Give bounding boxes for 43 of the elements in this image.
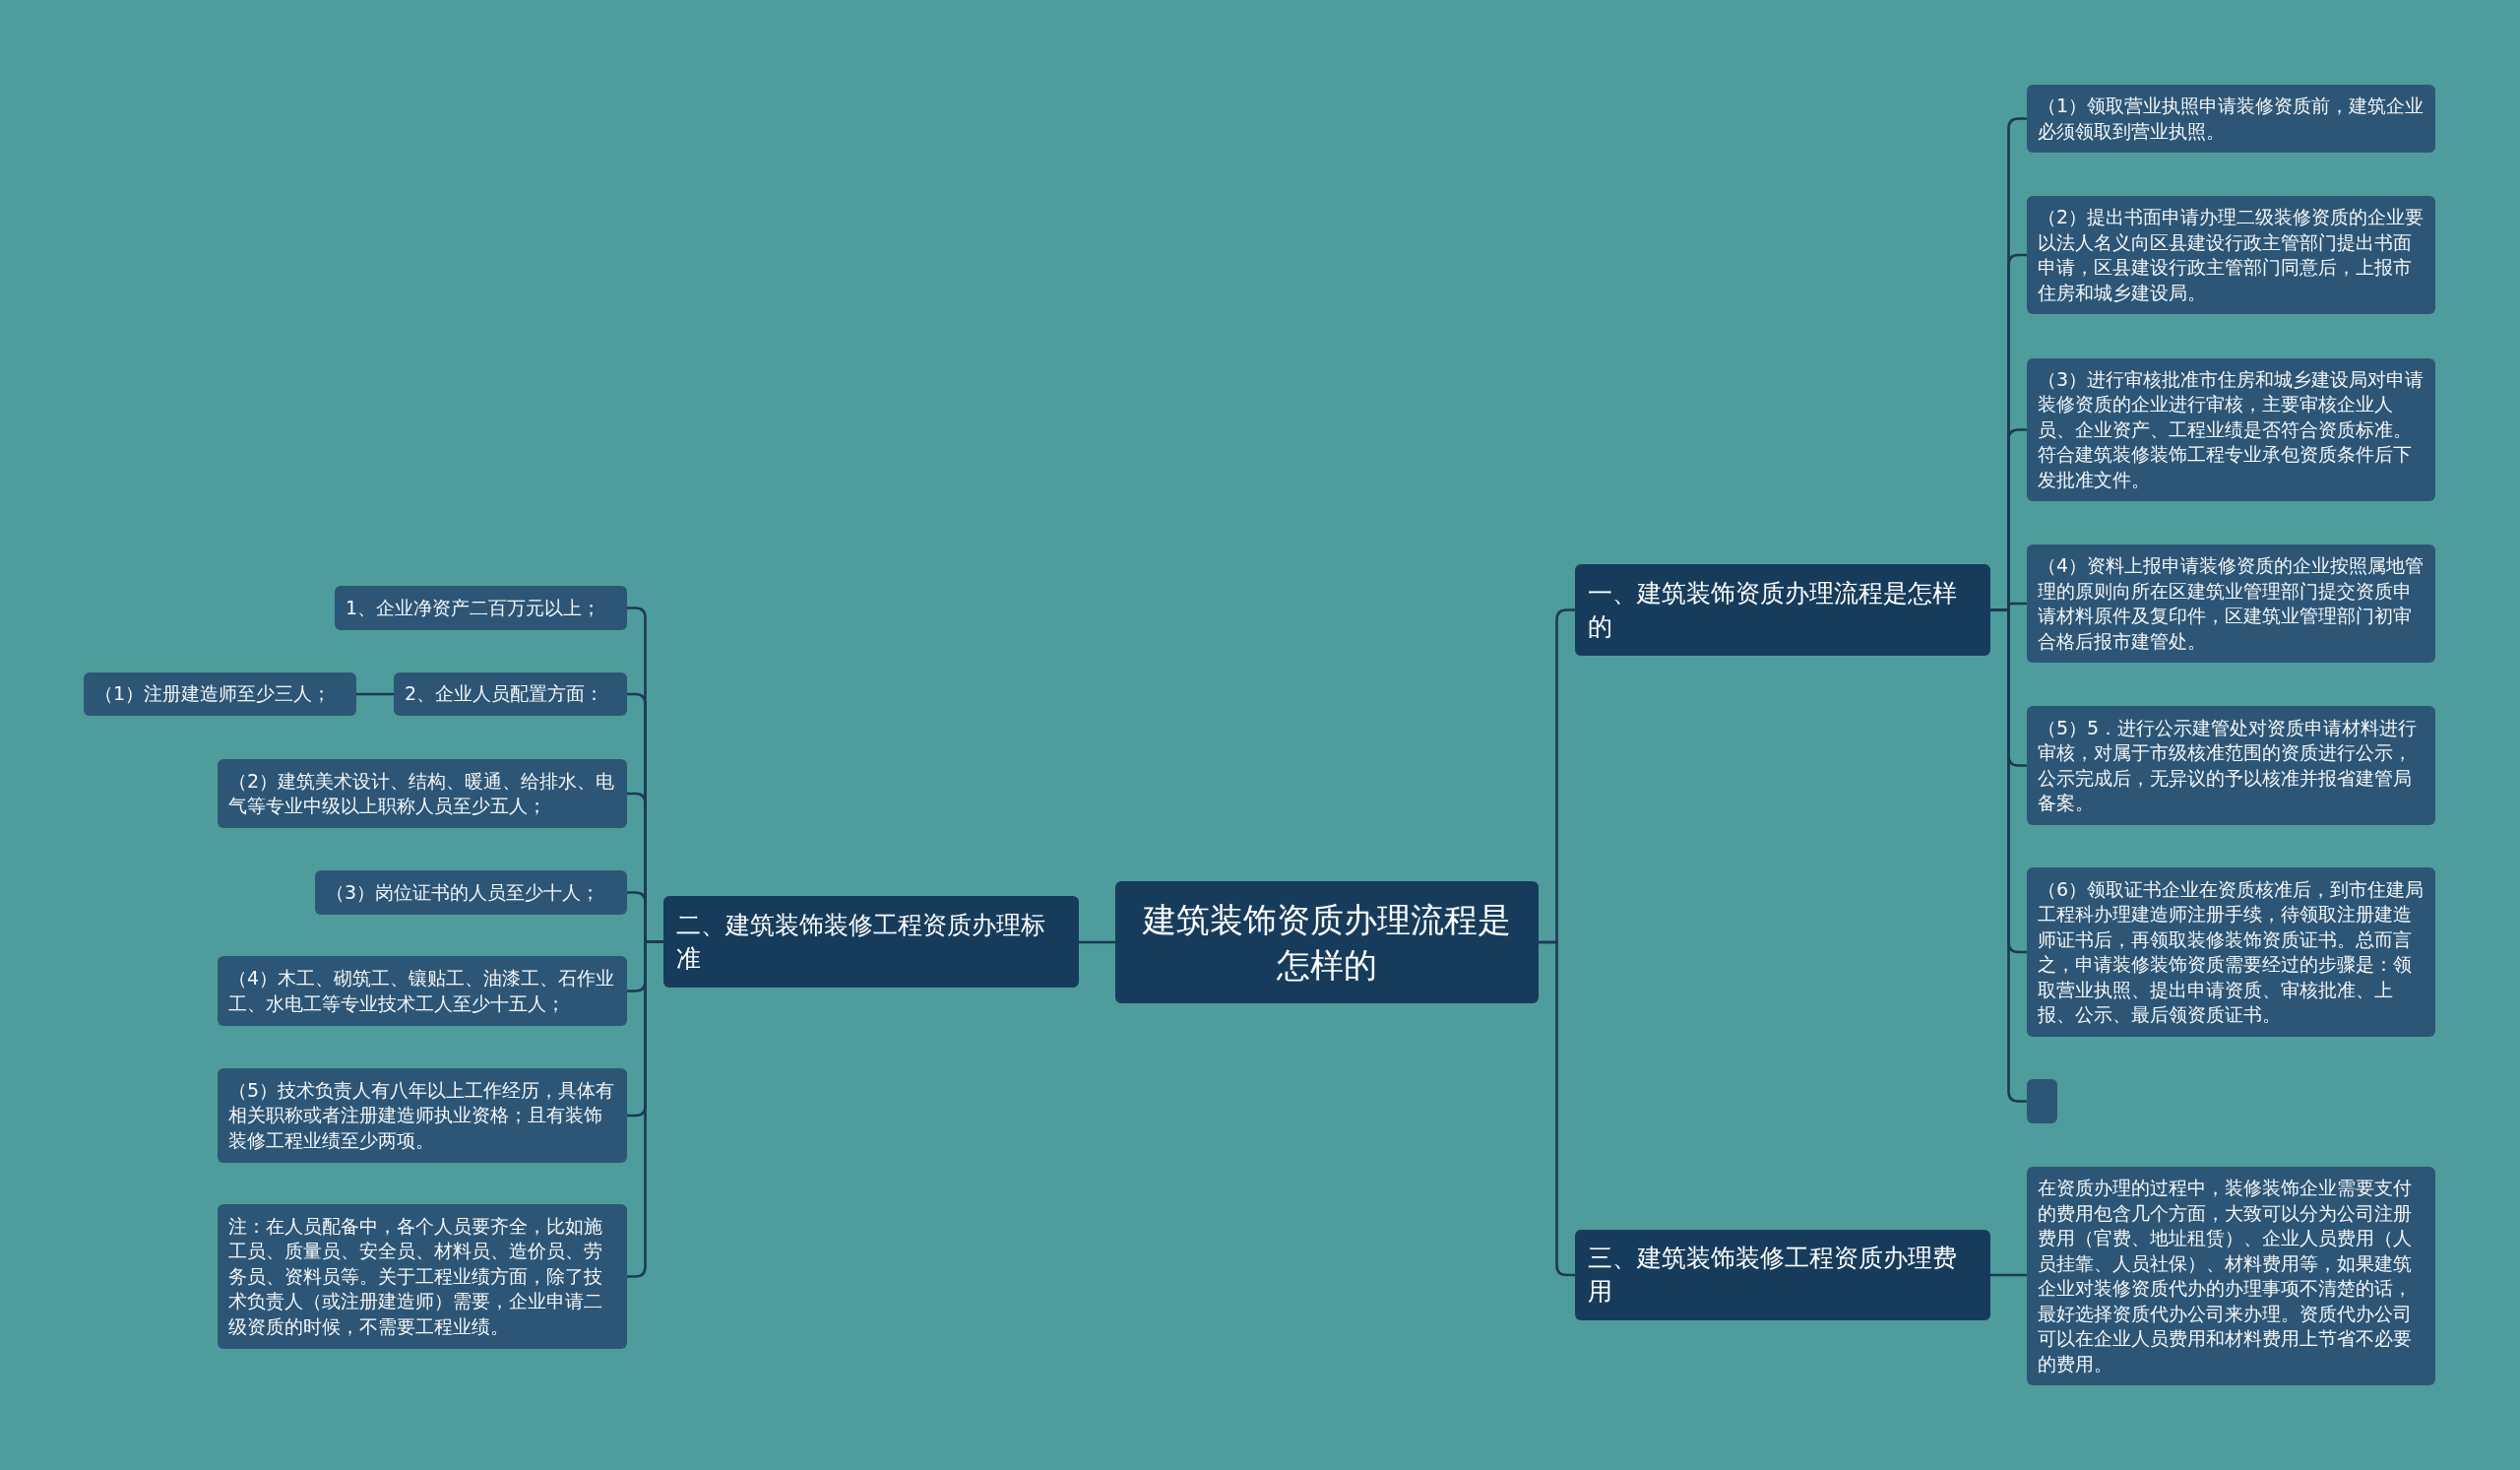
subtopic-box (335, 586, 627, 630)
subtopic-box (218, 1204, 627, 1349)
subtopic-box (218, 956, 627, 1026)
subtopic-box (2027, 544, 2435, 663)
topic-text: 2、企业人员配置方面： (405, 681, 605, 707)
connector-line (1079, 940, 1115, 944)
subtopic-box (2027, 85, 2435, 153)
branch-topic-box (663, 896, 1079, 988)
topic-text: 注：在人员配备中，各个人员要齐全，比如施工员、质量员、安全员、材料员、造价员、劳务员、资料员等。关于工程业绩方面，除了技术负责人（或注册建造师）需要，企业申请二级资质的时候，不需要工程业绩。 (228, 1213, 603, 1339)
topic-text: （2）建筑美术设计、结构、暖通、给排水、电气等专业中级以上职称人员至少五人； (228, 768, 616, 818)
subtopic-box (2027, 867, 2435, 1037)
topic-text: 1、企业净资产二百万元以上； (346, 595, 602, 620)
topic-text: （4）资料上报申请装修资质的企业按照属地管理的原则向所在区建筑业管理部门提交资质申请材料原件及复印件，区建筑业管理部门初审合格后报市建管处。 (2038, 553, 2425, 654)
topic-text: 二、建筑装饰装修工程资质办理标准 (676, 909, 1046, 975)
topic-text: （5）5．进行公示建管处对资质申请材料进行审核，对属于市级核准范围的资质进行公示，公示完成后，无异议的予以核准并报省建管局备案。 (2038, 715, 2419, 815)
subtopic-box (84, 672, 356, 716)
topic-text: （3）岗位证书的人员至少十人； (326, 879, 601, 905)
branch-topic-box (1575, 1230, 1990, 1320)
subtopic-box (2027, 706, 2435, 825)
central-topic-box (1115, 881, 1539, 1003)
subtopic-box (2027, 358, 2435, 501)
subtopic-box (218, 1068, 627, 1163)
empty-topic-box (2027, 1079, 2057, 1123)
branch-topic-box (1575, 564, 1990, 656)
topic-text: （1）领取营业执照申请装修资质前，建筑企业必须领取到营业执照。 (2038, 94, 2425, 144)
subtopic-box (394, 672, 627, 716)
topic-text: （6）领取证书企业在资质核准后，到市住建局工程科办理建造师注册手续，待领取注册建造师证书后，再领取装修装饰资质证书。总而言之，申请装修装饰资质需要经过的步骤是：领取营业执照、提出申请资质、审核批准、上报、公示、最后领资质证书。 (2038, 876, 2425, 1027)
topic-text: （5）技术负责人有八年以上工作经历，具体有相关职称或者注册建造师执业资格；且有装饰装修工程业绩至少两项。 (228, 1077, 616, 1153)
topic-text: （1）注册建造师至少三人； (94, 681, 333, 707)
topic-text: （3）进行审核批准市住房和城乡建设局对申请装修资质的企业进行审核，主要审核企业人员、企业资产、工程业绩是否符合资质标准。符合建筑装修装饰工程专业承包资质条件后下发批准文件。 (2038, 366, 2425, 492)
connector-line (1990, 1273, 2027, 1277)
subtopic-box (315, 870, 627, 915)
topic-text: 一、建筑装饰资质办理流程是怎样的 (1588, 577, 1958, 643)
subtopic-box (2027, 196, 2435, 314)
connector-line (356, 692, 394, 696)
topic-text: 三、建筑装饰装修工程资质办理费用 (1588, 1243, 1958, 1308)
topic-text: （2）提出书面申请办理二级装修资质的企业要以法人名义向区县建设行政主管部门提出书面申请，区县建设行政主管部门同意后，上报市住房和城乡建设局。 (2038, 205, 2425, 305)
topic-text: （4）木工、砌筑工、镶贴工、油漆工、石作业工、水电工等专业技术工人至少十五人； (228, 966, 616, 1016)
topic-text: 建筑装饰资质办理流程是怎样的 (1141, 899, 1512, 987)
connector-line (1539, 940, 1575, 1277)
topic-text: 在资质办理的过程中，装修装饰企业需要支付的费用包含几个方面，大致可以分为公司注册费用（官费、地址租赁）、企业人员费用（人员挂靠、人员社保）、材料费用等，如果建筑企业对装修资质代办的办理事项不清楚的话，最好选择资质代办公司来办理。资质代办公司可以在企业人员费用和材料费用上节省不必要的费用。 (2038, 1176, 2413, 1376)
subtopic-box (218, 759, 627, 828)
subtopic-box (2027, 1167, 2435, 1385)
